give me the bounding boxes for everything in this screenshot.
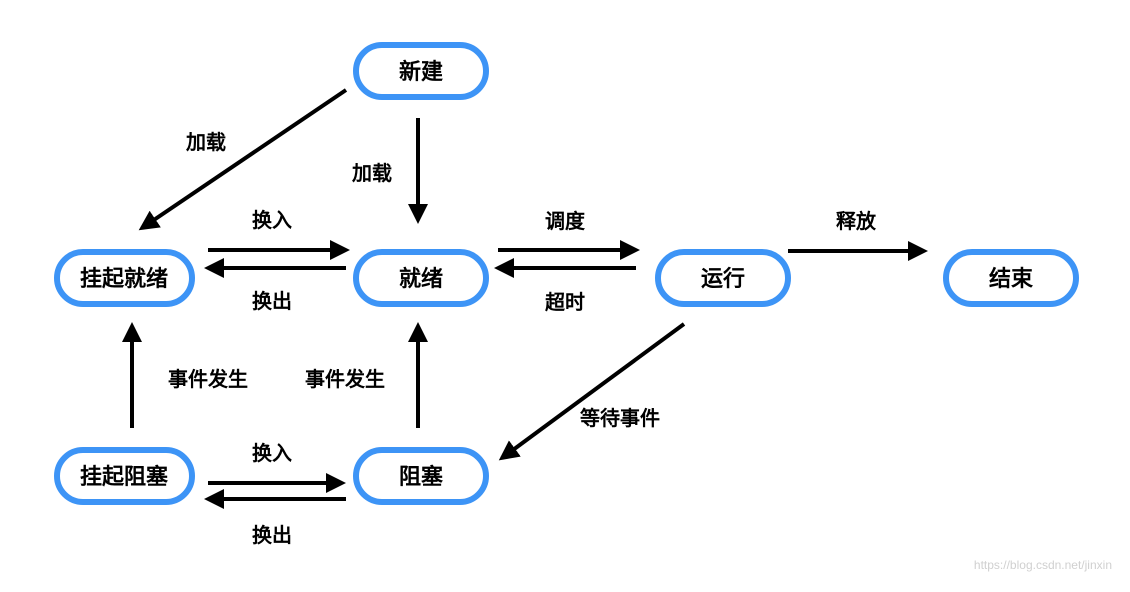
label-swap-in-bottom: 换入: [252, 441, 292, 465]
state-blocked: 阻塞: [353, 447, 489, 505]
label-wait-event: 等待事件: [580, 406, 660, 430]
arrow-new-to-suspended-ready: [138, 88, 348, 231]
state-new: 新建: [353, 42, 489, 100]
label-swap-out-top: 换出: [252, 289, 292, 313]
state-running: 运行: [655, 249, 791, 307]
state-suspended-blocked-label: 挂起阻塞: [80, 464, 169, 490]
state-ready-label: 就绪: [399, 266, 443, 292]
label-timeout: 超时: [544, 290, 585, 314]
label-event-occurs-left: 事件发生: [168, 367, 248, 391]
arrow-wait-event: [498, 322, 686, 461]
state-ready: 就绪: [353, 249, 489, 307]
label-event-occurs-right: 事件发生: [305, 367, 385, 391]
label-load-left: 加载: [185, 130, 226, 154]
label-swap-in-top: 换入: [252, 208, 292, 232]
state-blocked-label: 阻塞: [399, 464, 444, 490]
state-suspended-blocked: 挂起阻塞: [54, 447, 195, 505]
label-dispatch: 调度: [545, 209, 586, 233]
state-new-label: 新建: [399, 59, 443, 85]
watermark: https://blog.csdn.net/jinxin: [973, 558, 1112, 572]
state-suspended-ready: 挂起就绪: [54, 249, 195, 307]
state-running-label: 运行: [701, 266, 745, 292]
label-load-center: 加载: [351, 161, 392, 185]
label-swap-out-bottom: 换出: [252, 523, 292, 547]
state-terminated: 结束: [943, 249, 1079, 307]
state-suspended-ready-label: 挂起就绪: [80, 266, 168, 292]
state-terminated-label: 结束: [989, 266, 1034, 292]
label-release: 释放: [836, 209, 877, 233]
